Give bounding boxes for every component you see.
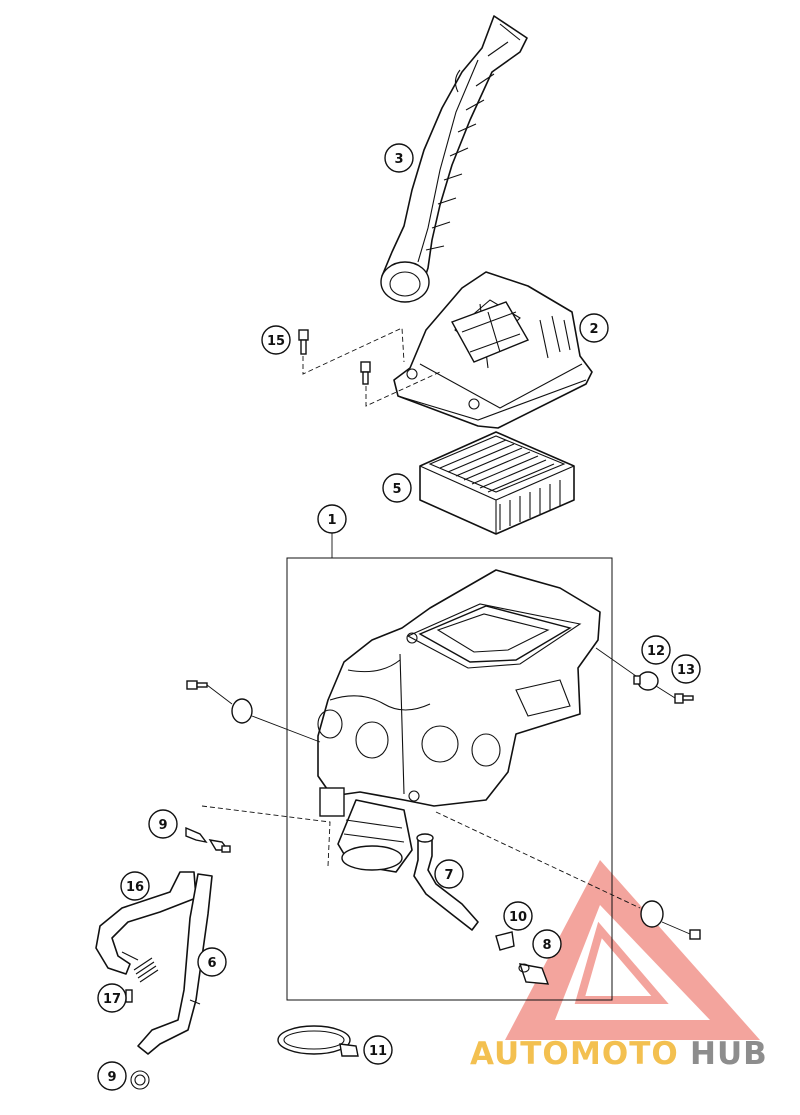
svg-text:16: 16	[126, 880, 144, 895]
callout-3: 3	[384, 143, 414, 173]
svg-text:8: 8	[542, 938, 551, 953]
svg-text:AUTO: AUTO	[470, 1036, 570, 1072]
callout-2: 2	[579, 313, 609, 343]
svg-text:11: 11	[369, 1044, 387, 1059]
part-12-13-right-mount	[595, 647, 694, 704]
callout-1: 1	[317, 504, 347, 534]
svg-text:12: 12	[647, 644, 665, 659]
callout-15: 15	[261, 325, 291, 355]
svg-text:15: 15	[267, 334, 285, 349]
part-5-air-filter	[419, 431, 575, 535]
callout-12: 12	[641, 635, 671, 665]
left-mount-hardware	[186, 680, 321, 743]
part-16-breather-hose	[95, 871, 197, 975]
part-10-clip	[495, 931, 515, 951]
svg-text:5: 5	[392, 482, 401, 497]
callout-10: 10	[503, 901, 533, 931]
part-6-drain-hose	[137, 873, 213, 1055]
callout-7: 7	[434, 859, 464, 889]
svg-text:9: 9	[158, 818, 167, 833]
svg-text:MOTO: MOTO	[570, 1036, 679, 1072]
svg-text:3: 3	[394, 152, 403, 167]
part-1-group-frame	[286, 557, 613, 1001]
part-15-screws	[298, 327, 441, 407]
svg-text:2: 2	[589, 322, 598, 337]
callout-8: 8	[532, 929, 562, 959]
svg-text:HUB: HUB	[690, 1036, 768, 1072]
callout-16: 16	[120, 871, 150, 901]
part-1-airbox	[317, 569, 601, 873]
part-9-upper-clamp	[185, 805, 331, 867]
svg-text:7: 7	[444, 868, 453, 883]
part-17-spring-clamp	[125, 957, 159, 1003]
svg-text:6: 6	[207, 956, 216, 971]
callout-11: 11	[363, 1035, 393, 1065]
callout-6: 6	[197, 947, 227, 977]
part-3-intake-snorkel	[380, 15, 528, 303]
svg-text:10: 10	[509, 910, 527, 925]
part-11-band-clamp	[277, 1025, 359, 1057]
callout-5: 5	[382, 473, 412, 503]
part-9-lower-clip	[130, 1070, 150, 1090]
svg-text:1: 1	[327, 513, 336, 528]
svg-text:9: 9	[107, 1070, 116, 1085]
callout-17: 17	[97, 983, 127, 1013]
part-8-drain-plug	[518, 963, 550, 985]
watermark-logo	[505, 860, 760, 1040]
svg-text:17: 17	[103, 992, 121, 1007]
svg-text:13: 13	[677, 663, 695, 678]
callout-9-lower: 9	[97, 1061, 127, 1091]
part-7-hose	[413, 833, 479, 931]
lower-right-mount-hardware	[435, 811, 701, 940]
callout-13: 13	[671, 654, 701, 684]
callout-9-upper: 9	[148, 809, 178, 839]
part-2-airbox-cover	[393, 271, 593, 429]
watermark-text: AUTO MOTO HUB	[470, 1036, 768, 1072]
